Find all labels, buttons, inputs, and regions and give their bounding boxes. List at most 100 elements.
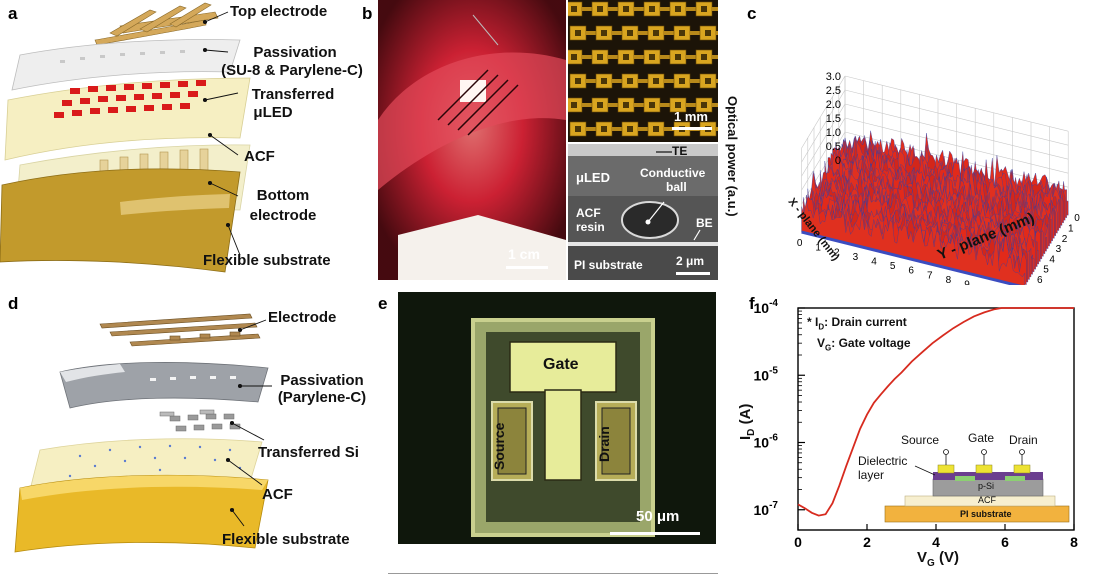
bottom-rule — [388, 573, 718, 574]
sem-label-acf: ACF — [576, 206, 601, 220]
label-transferred: Transferred — [251, 86, 335, 103]
layer-stack-illustration-d — [14, 313, 272, 553]
gate-label: Gate — [543, 356, 579, 373]
inset-psi-label: p-Si — [978, 481, 995, 491]
label-uled: μLED — [253, 104, 293, 121]
inset-schematic — [884, 449, 1070, 523]
x-tick-label: 0 — [1074, 213, 1080, 224]
inset-dielectric-label: Dielectric — [858, 454, 908, 468]
legend-vg-post: : Gate voltage — [831, 336, 911, 351]
inset-source-label: Source — [901, 433, 940, 447]
sem-cross-section: TE μLED Conductive ball ACF resin BE PI … — [568, 144, 718, 280]
scale-bar-1cm — [506, 266, 548, 269]
panel-e: e Gate Source Drain 50 μm — [378, 290, 723, 575]
y-tick-label: 10-4 — [754, 298, 779, 316]
flexible-substrate-layer — [0, 168, 241, 273]
label-passivation: Passivation — [253, 44, 337, 61]
label-passivation-d: Passivation — [280, 372, 364, 389]
panel-d: d Ele — [0, 290, 375, 575]
x-tick-label: 0 — [794, 534, 802, 550]
x-tick-label: 1 — [1068, 224, 1074, 235]
y-tick-label: 0 — [797, 238, 803, 249]
sem-label-be: BE — [696, 216, 713, 230]
y-axis-title: ID (A) — [737, 403, 757, 440]
y-tick-label: 7 — [927, 270, 933, 281]
y-tick-label: 10-7 — [754, 500, 779, 518]
x-tick-label: 6 — [1001, 534, 1009, 550]
y-tick-label: 2 — [834, 247, 840, 258]
sem-label-uled: μLED — [576, 170, 610, 185]
x-tick-label: 4 — [1049, 254, 1055, 265]
drain-label: Drain — [596, 426, 612, 462]
y-tick-label: 10 — [980, 284, 992, 285]
inset-pi-label: PI substrate — [960, 509, 1012, 519]
y-tick-label: 3 — [853, 252, 859, 263]
panel-a-label: a — [8, 4, 18, 23]
sem-label-pi: PI substrate — [574, 258, 643, 272]
layer-stack-illustration-a — [0, 2, 251, 273]
chart-legend: * ID: Drain current VG: Gate voltage — [807, 314, 911, 357]
z-tick-label: 2.5 — [826, 85, 841, 97]
device-photo: 1 cm — [378, 0, 566, 280]
label-flexible-substrate-d: Flexible substrate — [222, 531, 350, 548]
panel-b-label: b — [362, 4, 373, 23]
series-line — [797, 307, 1074, 517]
inset-acf-label: ACF — [978, 495, 996, 505]
label-acf-d: ACF — [262, 486, 293, 503]
y-tick-label: 10-6 — [754, 433, 779, 451]
sem-label-conductive: Conductive — [640, 166, 706, 180]
y-tick-label: 1 — [815, 243, 821, 254]
transistor-micrograph: Gate Source Drain 50 μm — [398, 292, 716, 544]
z-tick-label: 0 — [835, 155, 841, 167]
panel-c-label: c — [747, 4, 757, 23]
legend-id-pre: * I — [807, 315, 819, 329]
scale-bar-2um — [676, 272, 710, 275]
label-top-electrode: Top electrode — [230, 3, 328, 20]
transferred-si-layer — [159, 409, 241, 432]
z-tick-label: 2.0 — [826, 99, 841, 111]
panel-a: a — [0, 0, 375, 285]
y-tick-label: 8 — [946, 275, 952, 285]
legend-gate-voltage: VG: Gate voltage — [807, 335, 911, 356]
legend-vg-sub: G — [825, 343, 832, 353]
panel-f-label: f — [749, 294, 755, 313]
panel-d-label: d — [8, 294, 19, 313]
x-tick-label: 5 — [1043, 265, 1049, 276]
label-electrode: electrode — [249, 207, 317, 224]
y-tick-label: 10-5 — [754, 365, 779, 383]
legend-drain-current: * ID: Drain current — [807, 314, 911, 335]
legend-id-sub: D — [818, 322, 825, 332]
electrode-micrograph: 1 mm — [568, 0, 718, 142]
scale-label-1cm: 1 cm — [508, 246, 540, 262]
x-tick-label: 2 — [1062, 234, 1068, 245]
scale-label-2um: 2 μm — [676, 254, 705, 268]
inset-gate-label: Gate — [968, 431, 995, 445]
sem-label-resin: resin — [576, 220, 605, 234]
electrode-layer — [99, 313, 261, 347]
sem-label-te: TE — [672, 144, 688, 158]
label-passivation-material: (SU-8 & Parylene-C) — [221, 62, 363, 79]
label-flexible-substrate: Flexible substrate — [203, 252, 331, 269]
inset-layer-label: layer — [858, 468, 885, 482]
panel-e-label: e — [378, 294, 388, 313]
scale-bar-1mm — [672, 127, 712, 130]
z-tick-label: 1.5 — [826, 113, 841, 125]
z-axis-label: Optical power (a.u.) — [725, 96, 740, 217]
sem-label-ball: ball — [666, 180, 687, 194]
source-label: Source — [491, 422, 507, 470]
scale-label-50um: 50 μm — [636, 508, 680, 525]
y-tick-label: 6 — [908, 266, 914, 277]
z-tick-label: 0.5 — [826, 141, 841, 153]
gate-pad — [509, 341, 617, 393]
legend-vg-pre: V — [817, 336, 826, 351]
scale-label-1mm: 1 mm — [674, 109, 708, 124]
x-tick-label: 8 — [1070, 534, 1078, 550]
y-tick-label: 9 — [964, 280, 970, 286]
x-axis-title: VG (V) — [917, 549, 959, 569]
inset-drain-label: Drain — [1009, 433, 1038, 447]
optical-power-surface-plot: 00.51.01.52.02.53.0012345670123456789101… — [797, 71, 1080, 286]
x-tick-label: 2 — [863, 534, 871, 550]
label-bottom: Bottom — [256, 187, 310, 204]
